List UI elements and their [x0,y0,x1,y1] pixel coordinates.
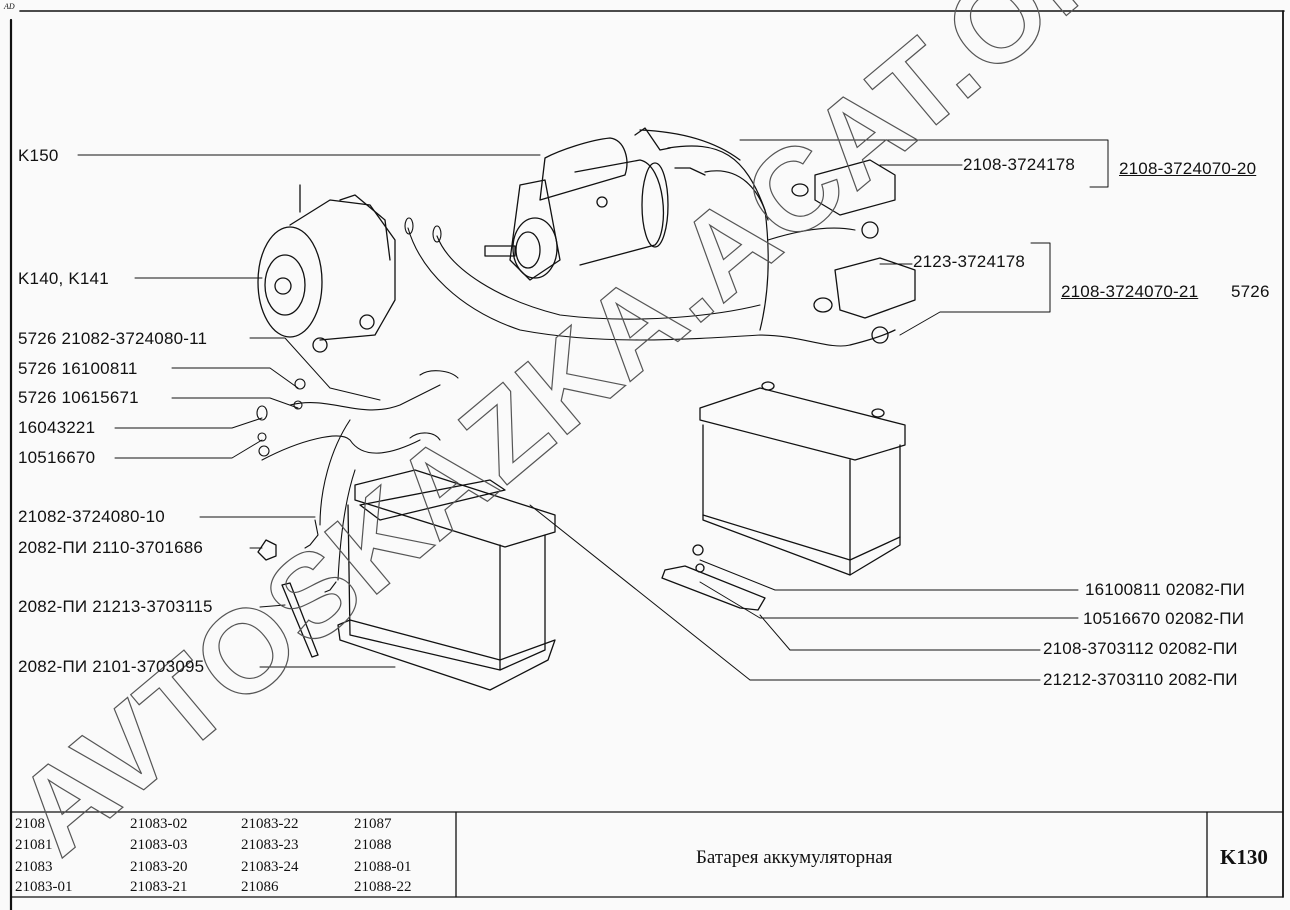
model-cell: 21083-03 [130,837,188,853]
model-cell: 21088-01 [354,859,412,875]
model-cell: 21087 [354,816,392,832]
model-cell: 21083-23 [241,837,299,853]
model-cell: 21083-21 [130,879,188,895]
callout-rod-21213-3703115: 2082-ПИ 21213-3703115 [18,597,213,616]
callout-washer-10615671: 5726 10615671 [18,388,139,407]
starter-cable [639,129,769,331]
leader-lines-right [529,139,1109,681]
terminal-cover-upper [791,159,896,239]
callout-assy-2108-3724070-21: 2108-3724070-21 [1061,282,1199,301]
callout-washer-10516670-right: 10516670 02082-ПИ [1083,609,1245,628]
model-cell: 21083-02 [130,816,188,832]
model-cell: 2108 [15,816,45,832]
model-cell: 21088-22 [354,879,412,895]
nut-left [257,539,277,561]
drawing-title: Батарея аккумуляторная [696,847,893,868]
starter-motor-drawing [484,127,706,281]
model-cell: 21088 [354,837,392,853]
leader-lines-left [77,154,541,668]
model-cell: 21083-24 [241,859,299,875]
battery-cables-left [256,370,459,593]
battery-left-drawing [337,469,556,691]
callout-nut-16100811-right: 16100811 02082-ПИ [1085,580,1245,599]
callout-cover-2123-3724178: 2123-3724178 [913,252,1026,271]
callout-k150: K150 [18,146,59,165]
sheet-code: K130 [1220,845,1268,869]
callout-washer-10516670: 10516670 [18,448,96,467]
corner-mark: AD [4,2,15,11]
model-cell: 21086 [241,879,279,895]
model-cell: 21083-22 [241,816,299,832]
callout-assy-21-code: 5726 [1231,282,1270,301]
callout-cable-10: 21082-3724080-10 [18,507,165,526]
callout-bracket-21212-3703110: 21212-3703110 2082-ПИ [1043,670,1238,689]
callout-nut-16100811: 5726 16100811 [18,359,138,378]
nut-right [692,544,704,556]
alternator-wires [404,217,856,347]
callout-k140-k141: K140, K141 [18,269,109,288]
model-cell: 21083-01 [15,879,73,895]
callout-bolt-16043221: 16043221 [18,418,96,437]
callout-tray-2101-3703095: 2082-ПИ 2101-3703095 [18,657,205,676]
callout-nut-2110-3701686: 2082-ПИ 2110-3701686 [18,538,204,557]
rod-left [281,582,319,658]
callout-clamp-2108-3703112: 2108-3703112 02082-ПИ [1043,639,1238,658]
callout-cover-2108-3724178: 2108-3724178 [963,155,1076,174]
terminal-cover-lower [813,257,916,346]
callout-cable-11: 5726 21082-3724080-11 [18,329,208,348]
battery-right-drawing [699,381,906,576]
model-cell: 21083 [15,859,53,875]
model-cell: 21081 [15,837,53,853]
clamp-strip [661,565,766,611]
callout-assy-2108-3724070-20: 2108-3724070-20 [1119,159,1257,178]
model-cell: 21083-20 [130,859,188,875]
alternator-drawing [257,184,396,353]
